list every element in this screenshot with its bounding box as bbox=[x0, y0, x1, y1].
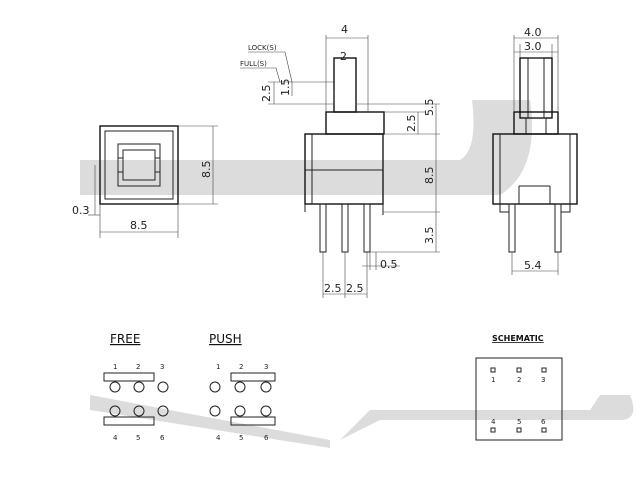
front-body-outline bbox=[99, 125, 179, 205]
push-diagram: PUSH 1 2 3 4 5 6 bbox=[209, 332, 276, 442]
free-pad-5 bbox=[133, 405, 145, 417]
free-pad-1 bbox=[109, 381, 121, 393]
schematic: SCHEMATIC 1 2 3 4 5 6 bbox=[475, 334, 563, 441]
end-view: 4.0 3.0 5.4 bbox=[492, 26, 578, 275]
side-two-dim: 2 bbox=[340, 50, 347, 63]
free-diagram: FREE 1 2 3 4 5 6 bbox=[103, 332, 169, 442]
front-view: 8.5 8.5 0.3 bbox=[72, 125, 218, 238]
end-pin-left bbox=[508, 203, 516, 253]
full-label: FULL(S) bbox=[240, 60, 267, 68]
side-collar-dim: 2.5 bbox=[405, 115, 418, 133]
side-plunger bbox=[333, 57, 357, 113]
push-pad-5 bbox=[234, 405, 246, 417]
side-pin-2 bbox=[341, 203, 349, 253]
side-pin-1 bbox=[319, 203, 327, 253]
free-pin-6: 6 bbox=[160, 434, 165, 442]
schematic-pin-5: 5 bbox=[517, 418, 521, 426]
free-pad-6 bbox=[157, 405, 169, 417]
schematic-pad-2 bbox=[516, 367, 522, 373]
side-pin-len-dim: 3.5 bbox=[423, 227, 436, 245]
push-pad-6 bbox=[260, 405, 272, 417]
side-plunger-dim: 5.5 bbox=[423, 99, 436, 117]
side-pitch-dim-2: 2.5 bbox=[346, 282, 364, 295]
schematic-pin-1: 1 bbox=[491, 376, 495, 384]
push-pad-3 bbox=[260, 381, 272, 393]
push-pad-2 bbox=[234, 381, 246, 393]
end-body bbox=[492, 133, 578, 205]
side-pin-3 bbox=[363, 203, 371, 253]
schematic-pin-3: 3 bbox=[541, 376, 545, 384]
watermark bbox=[80, 100, 634, 448]
schematic-pad-5 bbox=[516, 427, 522, 433]
end-inner-dim: 3.0 bbox=[524, 40, 542, 53]
lock-label: LOCK(S) bbox=[248, 44, 277, 52]
free-pin-5: 5 bbox=[136, 434, 140, 442]
schematic-pad-4 bbox=[490, 427, 496, 433]
front-width-dim: 8.5 bbox=[130, 219, 148, 232]
free-pin-1: 1 bbox=[113, 363, 117, 371]
push-bottom-contact-bar bbox=[230, 416, 276, 426]
side-pin-width-dim: 0.5 bbox=[380, 258, 398, 271]
push-pin-4: 4 bbox=[216, 434, 221, 442]
schematic-pin-4: 4 bbox=[491, 418, 496, 426]
push-pin-3: 3 bbox=[264, 363, 268, 371]
schematic-title: SCHEMATIC bbox=[492, 334, 544, 343]
push-pin-6: 6 bbox=[264, 434, 269, 442]
push-pin-5: 5 bbox=[239, 434, 243, 442]
end-pin-span-dim: 5.4 bbox=[524, 259, 542, 272]
front-height-dim: 8.5 bbox=[200, 161, 213, 179]
side-view: 4 2 LOCK(S) FULL(S) 2.5 1.5 5.5 2.5 8.5 … bbox=[240, 23, 440, 298]
end-outer-dim: 4.0 bbox=[524, 26, 542, 39]
free-top-contact-bar bbox=[103, 372, 155, 382]
side-pitch-dim-1: 2.5 bbox=[324, 282, 342, 295]
free-pad-3 bbox=[157, 381, 169, 393]
free-pin-2: 2 bbox=[136, 363, 140, 371]
push-pad-1 bbox=[209, 381, 221, 393]
front-button-face bbox=[122, 149, 156, 181]
push-top-contact-bar bbox=[230, 372, 276, 382]
push-pin-2: 2 bbox=[239, 363, 243, 371]
side-lock-travel-dim: 1.5 bbox=[279, 79, 292, 97]
end-pin-right bbox=[554, 203, 562, 253]
front-offset-dim: 0.3 bbox=[72, 204, 90, 217]
schematic-pad-6 bbox=[541, 427, 547, 433]
front-inner-frame bbox=[104, 130, 174, 200]
schematic-outline bbox=[475, 357, 563, 441]
schematic-pad-3 bbox=[541, 367, 547, 373]
schematic-pad-1 bbox=[490, 367, 496, 373]
side-collar bbox=[325, 111, 385, 135]
front-button-housing bbox=[117, 143, 161, 187]
push-pad-4 bbox=[209, 405, 221, 417]
schematic-pin-6: 6 bbox=[541, 418, 546, 426]
side-full-travel-dim: 2.5 bbox=[260, 85, 273, 103]
push-pin-1: 1 bbox=[216, 363, 220, 371]
free-pin-3: 3 bbox=[160, 363, 164, 371]
free-pad-4 bbox=[109, 405, 121, 417]
free-pin-4: 4 bbox=[113, 434, 118, 442]
schematic-pin-2: 2 bbox=[517, 376, 521, 384]
free-pad-2 bbox=[133, 381, 145, 393]
side-top-dim: 4 bbox=[341, 23, 348, 36]
free-title: FREE bbox=[110, 332, 140, 346]
push-title: PUSH bbox=[209, 332, 242, 346]
side-body-dim: 8.5 bbox=[423, 167, 436, 185]
free-bottom-contact-bar bbox=[103, 416, 155, 426]
